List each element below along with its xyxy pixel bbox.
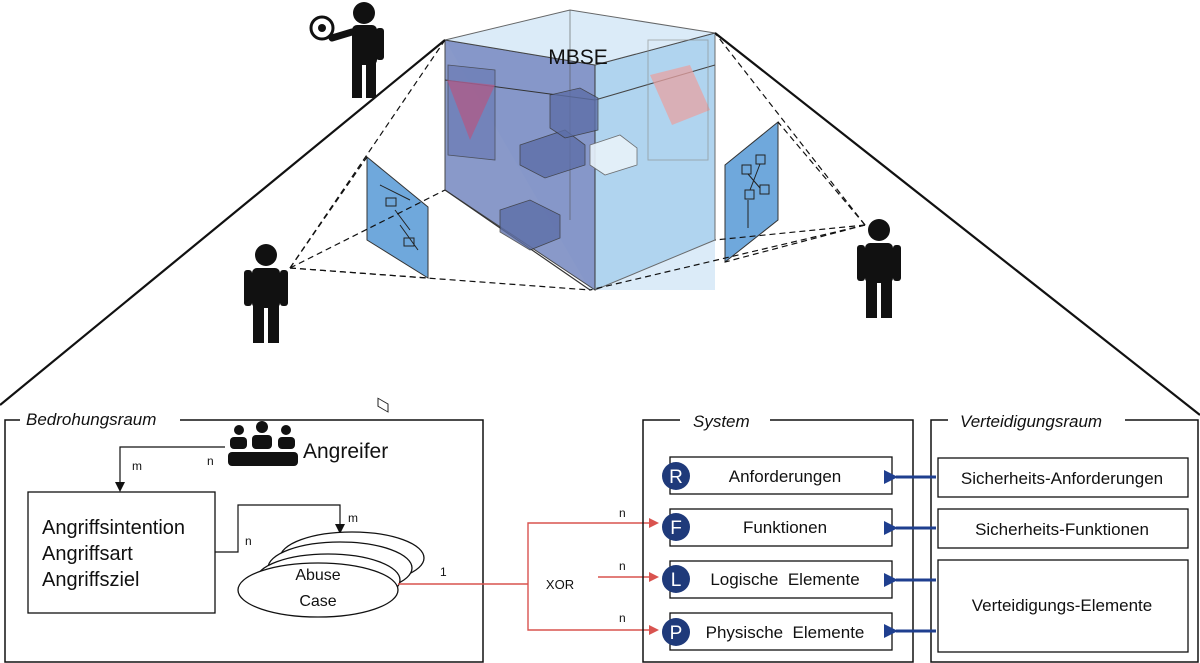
- abuse-case-label-1: Abuse: [295, 567, 340, 584]
- attack-box-mult-m: m: [132, 459, 142, 473]
- attack-attributes-box: [27, 491, 216, 614]
- cube-label: MBSE: [548, 46, 608, 69]
- xor-mult-1: n: [619, 506, 626, 520]
- system-item-label-l: Logische Elemente: [710, 570, 859, 589]
- badge-p: P: [670, 623, 683, 644]
- xor-label: XOR: [546, 577, 574, 592]
- xor-mult-3: n: [619, 611, 626, 625]
- left-view-panel: [366, 155, 429, 413]
- threat-space-title: Bedrohungsraum: [26, 410, 156, 429]
- abuse-case-stack: [237, 531, 425, 618]
- defense-to-system-arrows: [884, 470, 936, 638]
- system-item-label-f: Funktionen: [743, 518, 827, 537]
- link-mult-n: n: [245, 534, 252, 548]
- attack-line-1: Angriffsintention: [42, 517, 185, 539]
- system-frame: [642, 419, 914, 663]
- xor-label-bg: [530, 572, 596, 594]
- defense-item-requirements: [937, 457, 1189, 498]
- attacker-to-attack-arrow: [115, 446, 225, 492]
- threat-space-frame: [4, 419, 484, 663]
- xor-mult-2: n: [619, 559, 626, 573]
- system-item-logical: L Logische Elemente: [662, 560, 893, 599]
- right-viewer-icon: [857, 219, 901, 318]
- badge-r: R: [669, 467, 683, 488]
- defense-item-elements: [937, 559, 1189, 653]
- badge-l: L: [671, 570, 682, 591]
- system-title: System: [693, 412, 750, 431]
- system-item-label-p: Physische Elemente: [706, 623, 865, 642]
- defense-item-label-3: Verteidigungs-Elemente: [972, 596, 1153, 615]
- attack-line-3: Angriffsziel: [42, 569, 139, 591]
- attack-line-2: Angriffsart: [42, 543, 133, 565]
- left-viewer-icon: [244, 244, 288, 343]
- right-view-panel: [724, 120, 779, 264]
- attacker-mult-n: n: [207, 454, 214, 468]
- system-item-label-r: Anforderungen: [729, 467, 841, 486]
- system-item-physical: P Physische Elemente: [662, 612, 893, 651]
- attack-to-abuse-arrow: [215, 504, 345, 553]
- perspective-lines: [0, 32, 1200, 416]
- attacker-person-icon: [309, 2, 384, 98]
- defense-space-title: Verteidigungsraum: [960, 412, 1102, 431]
- defense-item-functions: [937, 508, 1189, 549]
- abuse-case-label-2: Case: [299, 593, 336, 610]
- badge-f: F: [670, 518, 682, 539]
- system-item-functions: F Funktionen: [662, 508, 893, 547]
- attacker-label: Angreifer: [303, 440, 388, 463]
- xor-connectors: [398, 518, 659, 635]
- attacker-group-icon: [228, 421, 298, 466]
- abuse-mult-1: 1: [440, 565, 447, 579]
- defense-space-frame: [930, 419, 1199, 663]
- system-item-requirements: R Anforderungen: [662, 456, 893, 495]
- mbse-cube: [444, 9, 716, 291]
- abuse-mult-m: m: [348, 511, 358, 525]
- defense-item-label-1: Sicherheits-Anforderungen: [961, 469, 1163, 488]
- defense-item-label-2: Sicherheits-Funktionen: [975, 520, 1149, 539]
- projection-lines: [289, 32, 866, 291]
